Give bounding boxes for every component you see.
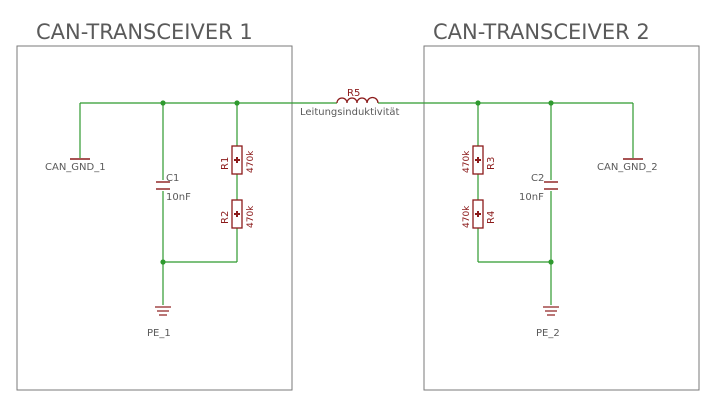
title-transceiver-2: CAN-TRANSCEIVER 2	[433, 20, 650, 44]
c2-value: 10nF	[519, 192, 544, 203]
c1-name: C1	[166, 173, 179, 184]
r2-value: 470k	[246, 205, 256, 228]
can-gnd-2-label: CAN_GND_2	[597, 162, 658, 173]
r5-name: R5	[347, 88, 360, 99]
capacitor-c1	[156, 181, 170, 190]
r4-name: R4	[486, 211, 497, 224]
r1-name: R1	[220, 157, 231, 170]
c1-value: 10nF	[166, 192, 191, 203]
pe-1-label: PE_1	[147, 328, 171, 339]
title-transceiver-1: CAN-TRANSCEIVER 1	[36, 20, 253, 44]
r3-value: 470k	[462, 150, 472, 173]
resistor-bodies	[231, 145, 484, 229]
pe-ground-symbols	[155, 306, 559, 316]
r3-name: R3	[486, 157, 497, 170]
r4-value: 470k	[462, 205, 472, 228]
wires	[79, 102, 634, 305]
can-gnd-1-label: CAN_GND_1	[45, 162, 106, 173]
frame-transceiver-2	[423, 45, 700, 391]
junctions	[160, 100, 554, 265]
c2-name: C2	[531, 173, 544, 184]
capacitor-c2	[544, 181, 558, 190]
r5-description: Leitungsinduktivität	[300, 107, 400, 118]
r1-value: 470k	[246, 150, 256, 173]
inductor-r5	[336, 96, 379, 104]
frame-transceiver-1	[16, 45, 293, 391]
r2-name: R2	[220, 211, 231, 224]
pe-2-label: PE_2	[536, 328, 560, 339]
resistor-plus-marks	[234, 157, 481, 217]
